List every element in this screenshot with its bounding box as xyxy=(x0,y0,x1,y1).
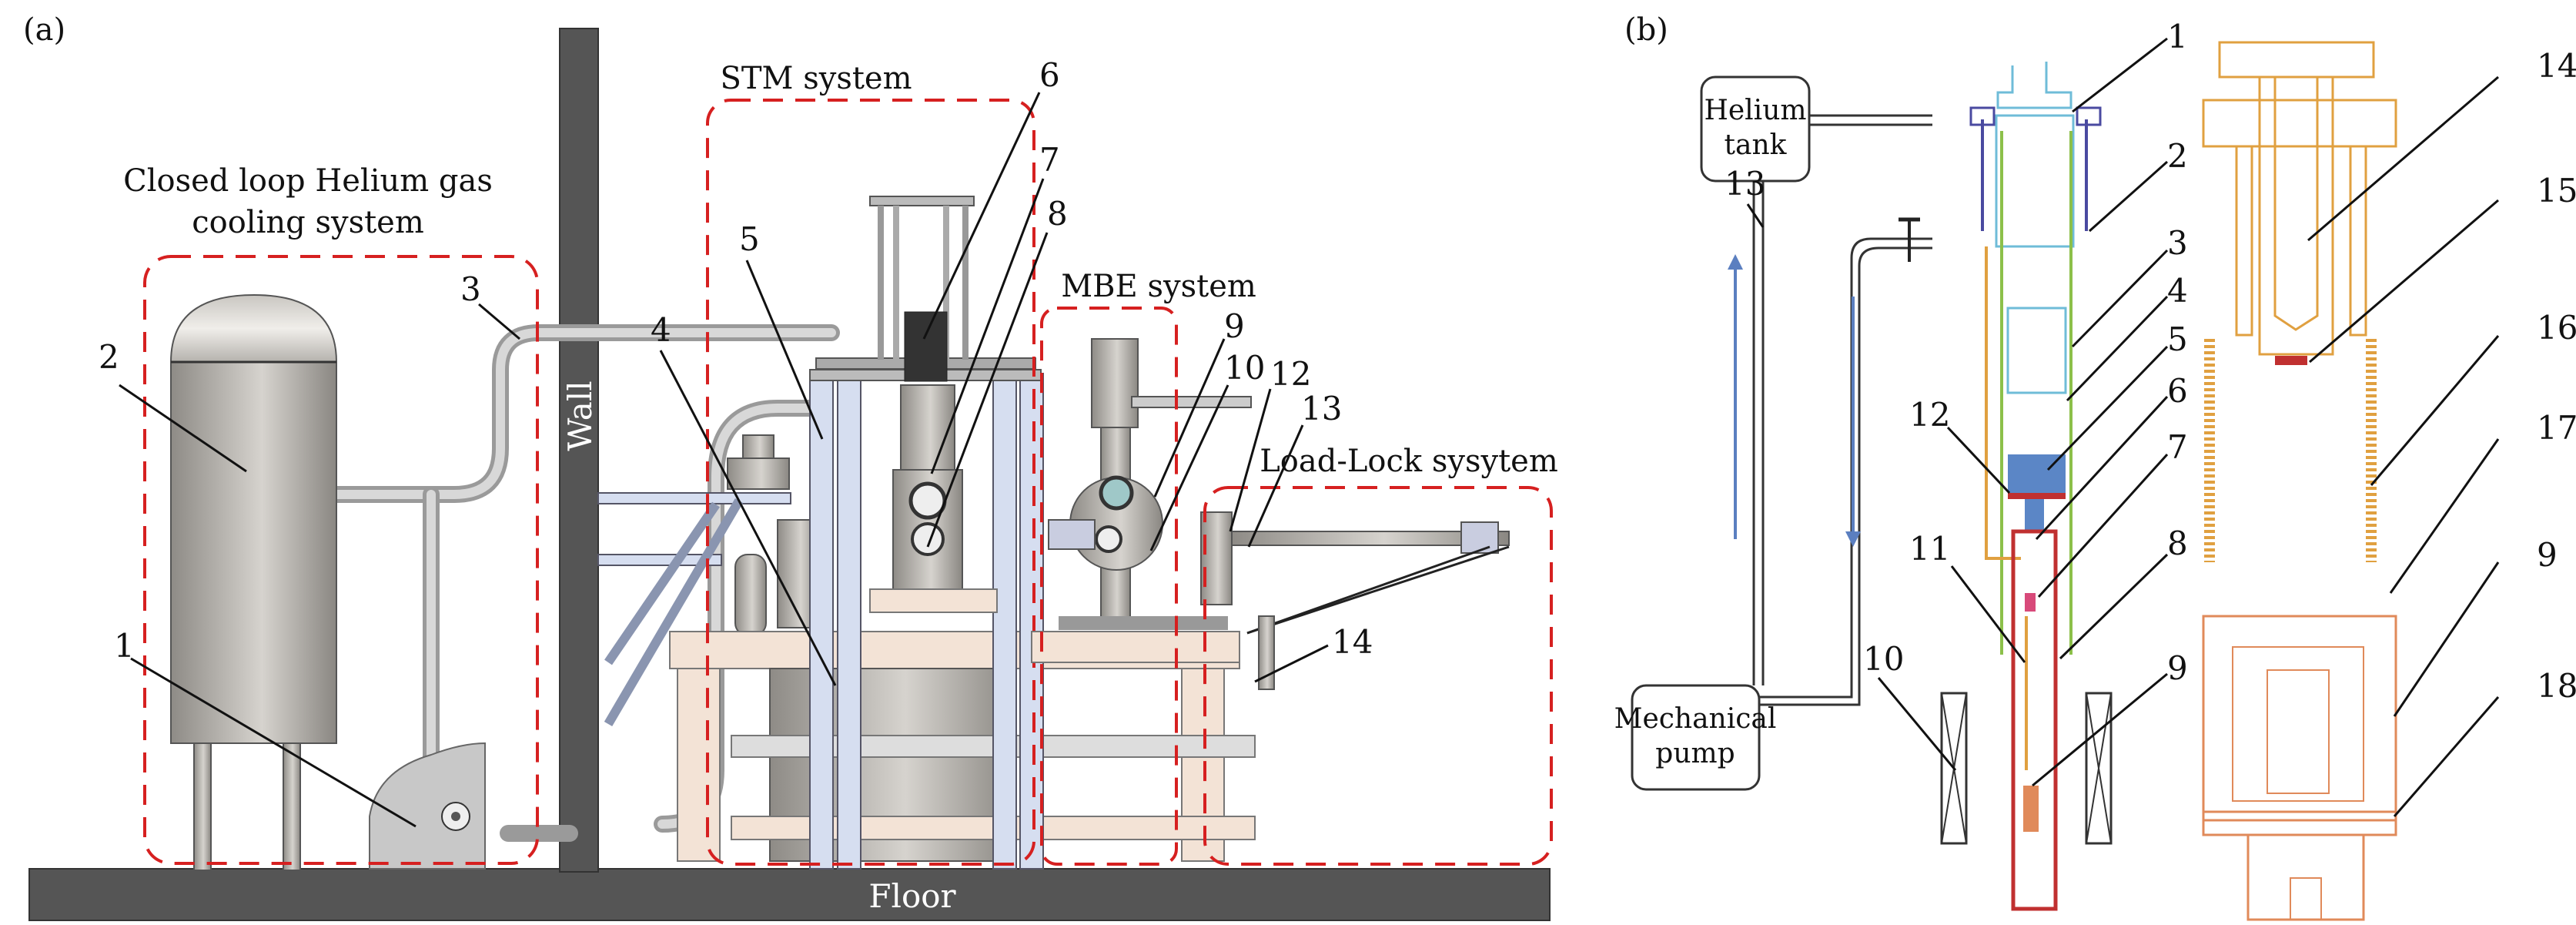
stm-title: STM system xyxy=(720,61,912,96)
callout-b-8: 8 xyxy=(2167,525,2188,562)
callout-b-7: 7 xyxy=(2167,428,2188,466)
load-lock xyxy=(1200,511,1510,690)
gas-lines xyxy=(1752,114,1932,706)
load-lock-title: Load-Lock sysytem xyxy=(1260,444,1558,479)
callout-a-3: 3 xyxy=(460,270,481,308)
callout-b-4: 4 xyxy=(2167,272,2188,310)
stm-head-assembly xyxy=(2202,41,2397,921)
callout-a-13: 13 xyxy=(1301,390,1342,427)
stm-system-region xyxy=(706,99,1035,866)
callout-b-6: 6 xyxy=(2167,372,2188,410)
compressor xyxy=(369,742,486,870)
callout-a-6: 6 xyxy=(1039,56,1060,94)
cryocooler xyxy=(727,434,821,636)
cooling-title-line1: Closed loop Helium gas xyxy=(123,163,493,199)
load-lock-region xyxy=(1203,486,1553,866)
callout-b-3: 3 xyxy=(2167,224,2188,262)
callout-b-17: 17 xyxy=(2537,409,2576,447)
callout-b-16: 16 xyxy=(2537,309,2576,347)
mbe-system-region xyxy=(1040,307,1178,866)
cooling-system-region xyxy=(143,255,539,865)
mechanical-pump-line1: Mechanical xyxy=(1614,703,1777,735)
wall-label: Wall xyxy=(561,380,599,451)
callout-b-12: 12 xyxy=(1909,396,1950,434)
panel-b-callouts: 1 2 3 4 5 6 7 8 9 13 12 11 10 1 xyxy=(1725,18,2576,817)
panel-a-callouts: 1 2 3 4 5 6 7 8 9 10 12 13 14 xyxy=(99,56,1373,828)
callout-a-7: 7 xyxy=(1039,141,1060,179)
callout-b-11: 11 xyxy=(1909,530,1950,568)
panel-a-tag: (a) xyxy=(23,12,65,48)
callout-a-2: 2 xyxy=(99,338,119,376)
callout-b-15: 15 xyxy=(2537,172,2576,209)
stm-chamber xyxy=(869,196,998,613)
callout-a-8: 8 xyxy=(1047,195,1068,233)
panel-b-tag: (b) xyxy=(1624,12,1668,48)
panel-a: (a) Floor Wall xyxy=(23,12,1558,921)
callout-a-10: 10 xyxy=(1224,349,1265,387)
gas-storage-tank xyxy=(169,293,338,871)
helium-tank-line1: Helium xyxy=(1704,95,1806,126)
mechanical-pump-line2: pump xyxy=(1655,738,1735,769)
callout-b-10: 10 xyxy=(1863,640,1904,678)
stm-table xyxy=(669,631,1256,862)
callout-a-12: 12 xyxy=(1270,355,1311,393)
wall-support xyxy=(597,492,791,727)
callout-b-1: 1 xyxy=(2167,18,2188,55)
wall xyxy=(559,28,599,873)
callout-a-9: 9 xyxy=(1224,307,1245,345)
cooling-title-line2: cooling system xyxy=(192,205,424,240)
callout-b-5: 5 xyxy=(2167,320,2188,358)
helium-tank-line2: tank xyxy=(1725,129,1788,161)
mbe-chamber xyxy=(1031,338,1252,663)
mechanical-pump-box xyxy=(1631,684,1761,791)
panel-b: (b) Helium tank Mechanical pump xyxy=(1614,12,2576,921)
mbe-title: MBE system xyxy=(1061,269,1256,304)
callout-b-18: 18 xyxy=(2537,667,2576,705)
callout-a-4: 4 xyxy=(651,311,671,349)
callout-a-5: 5 xyxy=(739,220,760,258)
callout-b-9-far: 9 xyxy=(2537,536,2558,574)
callout-b-13: 13 xyxy=(1725,165,1765,203)
callout-b-9: 9 xyxy=(2167,649,2188,687)
floor-label: Floor xyxy=(868,877,956,915)
floor xyxy=(28,868,1551,921)
helium-tank-box xyxy=(1700,75,1811,183)
callout-b-2: 2 xyxy=(2167,137,2188,175)
callout-b-14: 14 xyxy=(2537,47,2576,85)
callout-a-14: 14 xyxy=(1332,623,1373,661)
